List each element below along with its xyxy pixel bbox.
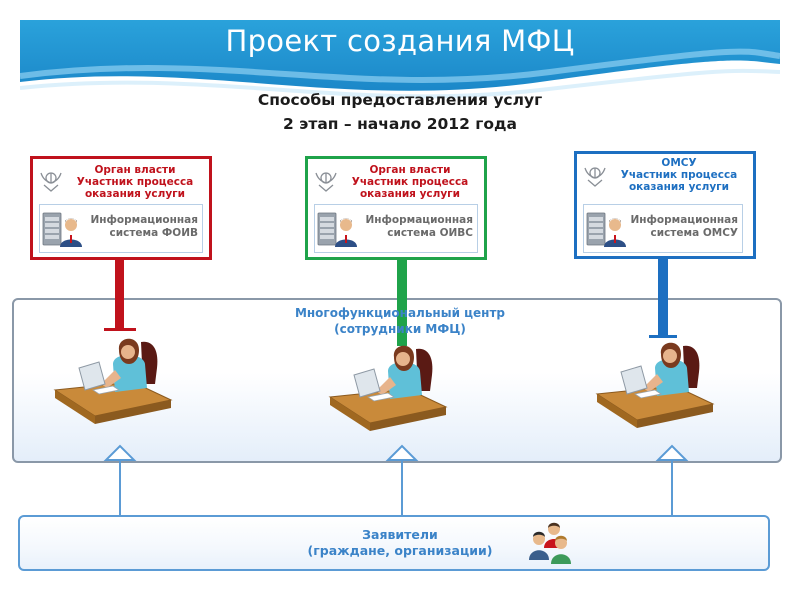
node-foiv-system: Информационная система ФОИВ: [39, 204, 203, 253]
node-foiv-header: Орган власти Участник процесса оказания …: [61, 164, 209, 200]
server-user-icon: [317, 212, 357, 247]
node-oivs-system-label: Информационная система ОИВС: [365, 214, 473, 240]
node-omsu-header-line-3: оказания услуги: [628, 181, 730, 193]
node-omsu-system-line-1: Информационная: [630, 214, 738, 226]
node-omsu-header-line-2: Участник процесса: [620, 169, 738, 181]
banner-wave-graphic: [20, 20, 780, 100]
mfc-label: Многофункциональный центр (сотрудники МФ…: [0, 305, 800, 337]
mfc-line-1: Многофункциональный центр: [294, 306, 506, 320]
node-foiv-header-line-2: Участник процесса: [76, 176, 194, 188]
applicants-label: Заявители (граждане, организации): [0, 527, 800, 559]
applicants-line-1: Заявители: [362, 527, 438, 542]
emblem-icon: [584, 167, 606, 187]
emblem-icon: [40, 172, 62, 192]
node-omsu-system: Информационная система ОМСУ: [583, 204, 743, 253]
node-oivs: Орган власти Участник процесса оказания …: [305, 156, 487, 260]
connector-oivs: [397, 243, 407, 346]
node-foiv-header-line-3: оказания услуги: [84, 188, 186, 200]
node-omsu-system-label: Информационная система ОМСУ: [630, 214, 738, 240]
node-foiv-system-line-1: Информационная: [90, 214, 198, 226]
server-user-icon: [42, 212, 82, 247]
title-banner: Проект создания МФЦ: [20, 20, 780, 100]
node-foiv-system-label: Информационная система ФОИВ: [90, 214, 198, 240]
node-oivs-header-line-3: оказания услуги: [359, 188, 461, 200]
node-oivs-system-line-1: Информационная: [365, 214, 473, 226]
node-foiv-system-line-2: система ФОИВ: [109, 227, 198, 239]
subtitle: Способы предоставления услуг 2 этап – на…: [0, 88, 800, 136]
node-oivs-system: Информационная система ОИВС: [314, 204, 478, 253]
node-oivs-header-line-2: Участник процесса: [351, 176, 469, 188]
subtitle-line-2: 2 этап – начало 2012 года: [283, 115, 517, 133]
node-oivs-system-line-2: система ОИВС: [387, 227, 473, 239]
connector-omsu-base: [649, 335, 677, 338]
page-title: Проект создания МФЦ: [225, 24, 575, 58]
node-foiv: Орган власти Участник процесса оказания …: [30, 156, 212, 260]
mfc-line-2: (сотрудники МФЦ): [334, 322, 466, 336]
subtitle-line-1: Способы предоставления услуг: [257, 91, 543, 109]
node-omsu: ОМСУ Участник процесса оказания услуги И…: [574, 151, 756, 259]
connector-omsu: [658, 251, 668, 337]
node-oivs-header: Орган власти Участник процесса оказания …: [336, 164, 484, 200]
applicants-panel: [18, 515, 770, 571]
server-user-icon: [586, 212, 626, 247]
node-omsu-header-line-1: ОМСУ: [661, 157, 697, 169]
applicants-line-2: (граждане, организации): [307, 543, 493, 558]
connector-foiv: [115, 258, 124, 330]
node-foiv-header-line-1: Орган власти: [94, 164, 176, 176]
emblem-icon: [315, 172, 337, 192]
node-omsu-header: ОМСУ Участник процесса оказания услуги: [605, 157, 753, 193]
node-oivs-header-line-1: Орган власти: [369, 164, 451, 176]
node-omsu-system-line-2: система ОМСУ: [650, 227, 738, 239]
connector-foiv-cap: [104, 328, 136, 331]
applicants-icon: [529, 522, 571, 564]
